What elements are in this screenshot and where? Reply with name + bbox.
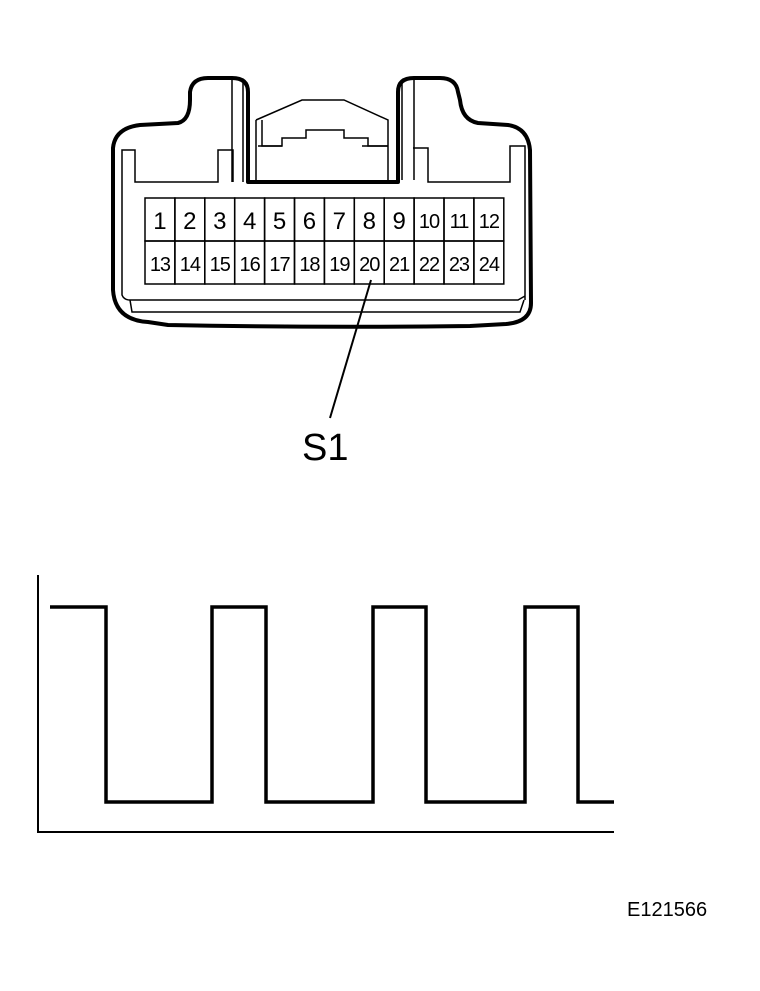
pin-cell (473, 240, 505, 285)
pin-number: 8 (363, 208, 376, 235)
pin-number: 12 (479, 211, 500, 233)
pin-8: 8 (353, 197, 385, 242)
pin-number: 21 (389, 254, 410, 276)
pin-number: 9 (392, 208, 405, 235)
pin-18: 18 (293, 240, 326, 285)
pin-20: 20 (353, 240, 385, 285)
pin-11: 11 (443, 197, 475, 242)
pin-number: 23 (449, 254, 470, 276)
pin-number: 16 (240, 254, 261, 276)
pin-5: 5 (263, 197, 296, 242)
pin-13: 13 (144, 240, 176, 285)
pin-number: 24 (479, 254, 500, 276)
pin-number: 7 (333, 208, 346, 235)
pulse-waveform (50, 605, 614, 804)
pin-9: 9 (383, 197, 415, 242)
pin-number: 5 (273, 208, 286, 235)
pin-15: 15 (204, 240, 236, 285)
pin-number: 18 (299, 254, 320, 276)
pin-2: 2 (174, 197, 206, 242)
pin-6: 6 (293, 197, 326, 242)
pin-number: 1 (153, 208, 166, 235)
pin-number: 19 (329, 254, 350, 276)
pin-19: 19 (323, 240, 356, 285)
pin-number: 3 (213, 208, 226, 235)
callout-label: S1 (302, 427, 348, 469)
pin-number: 17 (269, 254, 290, 276)
pin-24: 24 (473, 240, 505, 285)
connector-housing (111, 76, 533, 329)
pin-21: 21 (383, 240, 415, 285)
pin-7: 7 (323, 197, 356, 242)
pin-number: 4 (243, 208, 256, 235)
waveform-graph (37, 575, 614, 833)
pin-number: 6 (303, 208, 316, 235)
pin-number: 2 (183, 208, 196, 235)
pin-number: 22 (419, 254, 440, 276)
pin-10: 10 (413, 197, 445, 242)
pin-number: 10 (419, 211, 440, 233)
pin-22: 22 (413, 240, 445, 285)
pin-1: 1 (144, 197, 176, 242)
callout-s1: S1 (302, 279, 372, 469)
pin-4: 4 (233, 197, 266, 242)
pin-23: 23 (443, 240, 475, 285)
pin-number: 14 (180, 254, 201, 276)
pin-number: 13 (150, 254, 171, 276)
pin-14: 14 (174, 240, 206, 285)
pin-3: 3 (204, 197, 236, 242)
y-axis (37, 575, 614, 833)
pin-number: 20 (359, 254, 380, 276)
pin-17: 17 (263, 240, 296, 285)
figure-id: E121566 (627, 899, 707, 921)
pin-12: 12 (473, 197, 505, 242)
pin-16: 16 (233, 240, 266, 285)
pin-number: 11 (450, 211, 470, 233)
callout-leader-line (329, 279, 372, 419)
pin-number: 15 (210, 254, 231, 276)
